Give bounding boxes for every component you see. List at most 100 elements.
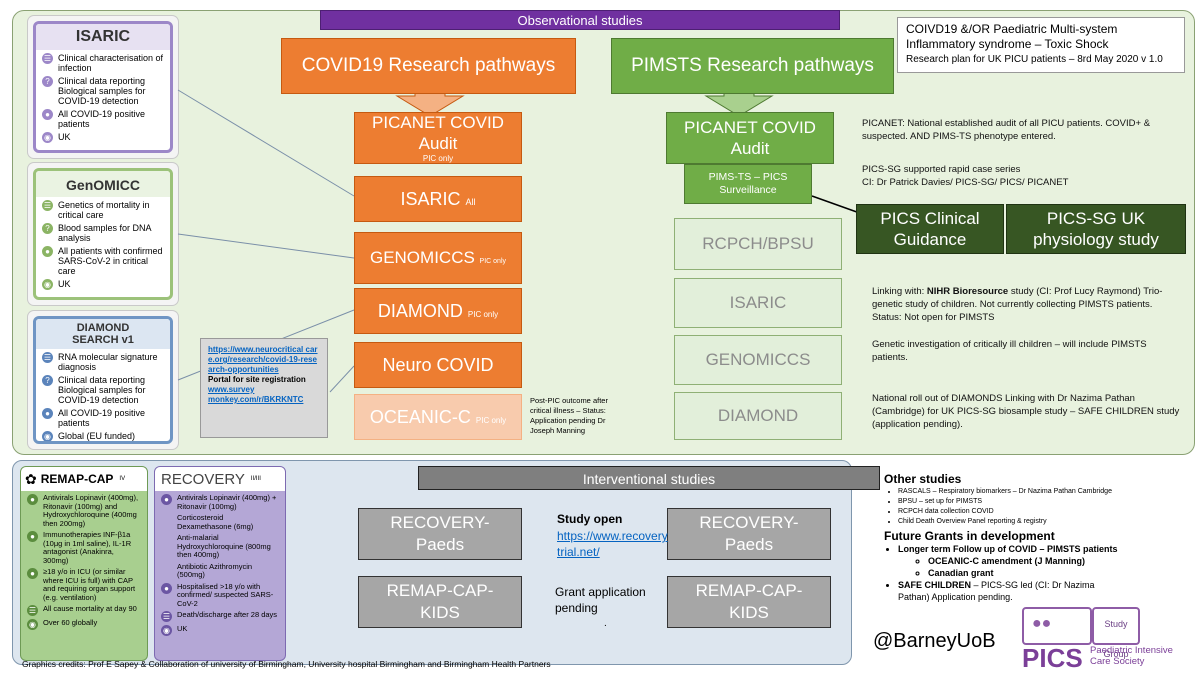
- remap-cap-phase: IV: [119, 476, 126, 482]
- remap-row: ≥18 y/o in ICU (or similar where ICU is …: [43, 567, 136, 602]
- drop-icon: ●: [42, 109, 53, 120]
- other-studies-section: Other studies RASCALS – Respiratory biom…: [884, 472, 1194, 603]
- recovery-row: Death/discharge after 28 days: [177, 610, 278, 619]
- covid-diamond-label: DIAMOND: [377, 300, 463, 321]
- nihr-note: Linking with: NIHR Bioresource study (CI…: [872, 285, 1182, 324]
- graphics-credits: Graphics credits: Prof E Sapey & Collabo…: [22, 659, 551, 669]
- covid-genomiccs-box: GENOMICCS PIC only: [354, 232, 522, 284]
- grant-pending-label: Grant application pending: [555, 585, 646, 615]
- safe-children-rest: – PICS-SG led (CI: Dr Nazima Pathan) App…: [898, 580, 1095, 602]
- remap-cap-kids-right: REMAP-CAP-KIDS: [667, 576, 831, 628]
- question-icon: ?: [42, 76, 53, 87]
- interventional-banner: Interventional studies: [418, 466, 880, 490]
- pics-logo: ●● Study Group PICS Paediatric Intensive…: [1020, 605, 1195, 673]
- recovery-title: RECOVERY: [161, 470, 245, 488]
- covid-pathways-header: COVID19 Research pathways: [281, 38, 576, 94]
- future-grant-item: Longer term Follow up of COVID – PIMSTS …: [898, 543, 1194, 555]
- globe-icon: ◉: [42, 132, 53, 143]
- future-grant-subitem: Canadian grant: [928, 567, 1194, 579]
- question-icon: ?: [42, 223, 53, 234]
- pill-icon: ●: [161, 494, 172, 505]
- safe-children-bold: SAFE CHILDREN: [898, 580, 972, 590]
- remap-cap-title: REMAP-CAP: [40, 472, 114, 486]
- recovery-header: RECOVERY II/III: [155, 467, 285, 491]
- other-studies-title: Other studies: [884, 472, 962, 486]
- future-grant-subitem: OCEANIC-C amendment (J Manning): [928, 555, 1194, 567]
- clipboard-icon: ☰: [161, 611, 172, 622]
- covid-picanet-sub: PIC only: [422, 154, 454, 163]
- pimsts-picanet-box: PICANET COVID Audit: [666, 112, 834, 164]
- recovery-row: Hospitalised >18 y/o with confirmed/ sus…: [177, 581, 274, 608]
- diamonds-note: National roll out of DIAMONDS Linking wi…: [872, 393, 1180, 430]
- recovery-trial-link[interactable]: https://www.recoverytrial.net/: [557, 529, 668, 559]
- covid-neuro-box: Neuro COVID: [354, 342, 522, 388]
- picanet-note: PICANET: National established audit of a…: [862, 118, 1151, 142]
- genomicc-row: Genetics of mortality in critical care: [58, 200, 150, 220]
- portal-text: Portal for site registration: [208, 375, 306, 384]
- remap-row: Antivirals Lopinavir (400mg), Ritonavir …: [43, 493, 139, 528]
- genomicc-card: GenOMICC ☰Genetics of mortality in criti…: [28, 163, 178, 305]
- clipboard-icon: ☰: [42, 200, 53, 211]
- remap-cap-header: ✿ REMAP-CAP IV: [21, 467, 147, 491]
- person-icon: ●: [27, 568, 38, 579]
- person-icon: ●: [161, 582, 172, 594]
- diamond-row: Global (EU funded): [58, 431, 136, 441]
- future-grant-item: SAFE CHILDREN – PICS-SG led (CI: Dr Nazi…: [898, 579, 1128, 603]
- plan-title-line3: Research plan for UK PICU patients – 8rd…: [906, 54, 1163, 65]
- recovery-phase: II/III: [250, 476, 261, 482]
- recovery-row: Anti-malarial Hydroxychloroquine (800mg …: [177, 533, 271, 559]
- remap-cap-card: ✿ REMAP-CAP IV ● Antivirals Lopinavir (40…: [20, 466, 148, 661]
- recovery-row: Antibiotic Azithromycin (500mg): [177, 561, 253, 579]
- covid-picanet-label: PICANET COVID Audit: [372, 113, 504, 153]
- isaric-row: Clinical data reporting Biological sampl…: [58, 76, 146, 106]
- plan-title-box: COIVD19 &/OR Paediatric Multi-system Inf…: [897, 17, 1185, 73]
- plan-title-line2: Inflammatory syndrome – Toxic Shock: [906, 37, 1109, 51]
- diamond-row: All COVID-19 positive patients: [58, 408, 146, 428]
- diamond-card-title: DIAMOND SEARCH v1: [36, 319, 170, 349]
- pics-logo-mark: ●●: [1022, 607, 1092, 645]
- covid-diamond-box: DIAMOND PIC only: [354, 288, 522, 334]
- twitter-handle: @BarneyUoB: [873, 630, 996, 652]
- covid-genomiccs-sub: PIC only: [479, 257, 507, 265]
- covid-isaric-label: ISARIC: [400, 188, 461, 209]
- isaric-card: ISARIC ☰Clinical characterisation of inf…: [28, 16, 178, 158]
- pimsts-genomiccs-box: GENOMICCS: [674, 335, 842, 385]
- family-icon: ●●: [1032, 615, 1052, 632]
- person-icon: ●: [42, 246, 53, 257]
- covid-diamond-sub: PIC only: [467, 309, 499, 319]
- covid-oceanic-box: OCEANIC-C PIC only: [354, 394, 522, 440]
- other-study-item: RASCALS – Respiratory biomarkers – Dr Na…: [898, 487, 1194, 497]
- diamond-row: RNA molecular signature diagnosis: [58, 352, 158, 372]
- isaric-card-title: ISARIC: [36, 24, 170, 50]
- genomicc-row: UK: [58, 279, 71, 289]
- remap-row: All cause mortality at day 90: [43, 604, 137, 613]
- observational-banner: Observational studies: [320, 10, 840, 30]
- pimsts-surveillance-box: PIMS-TS – PICS Surveillance: [684, 164, 812, 204]
- genomicc-row: Blood samples for DNA analysis: [58, 223, 152, 243]
- plan-title-line1: COIVD19 &/OR Paediatric Multi-system: [906, 22, 1118, 36]
- covid-isaric-sub: All: [465, 197, 476, 207]
- other-study-item: BPSU – set up for PIMSTS: [898, 497, 1194, 507]
- remap-row: Over 60 globally: [43, 618, 98, 627]
- covid-picanet-box: PICANET COVID Audit PIC only: [354, 112, 522, 164]
- covid-genomiccs-label: GENOMICCS: [369, 248, 475, 267]
- nihr-bold: NIHR Bioresource: [926, 286, 1009, 297]
- drop-icon: ●: [42, 408, 53, 419]
- covid-oceanic-sub: PIC only: [475, 415, 507, 425]
- covid-isaric-box: ISARIC All: [354, 176, 522, 222]
- pics-clinical-guidance-box: PICS Clinical Guidance: [856, 204, 1004, 254]
- recovery-row: Antivirals Lopinavir (400mg) + Ritonavir…: [177, 493, 277, 511]
- recovery-paeds-right: RECOVERY-Paeds: [667, 508, 831, 560]
- ci-note: CI: Dr Patrick Davies/ PICS-SG/ PICS/ PI…: [862, 177, 1069, 188]
- neurocritical-link[interactable]: https://www.neurocritical care.org/resea…: [208, 345, 318, 374]
- other-study-item: RCPCH data collection COVID: [898, 507, 1194, 517]
- diamond-row: Clinical data reporting Biological sampl…: [58, 375, 146, 405]
- pimsts-diamond-box: DIAMOND: [674, 392, 842, 440]
- other-study-item: Child Death Overview Panel reporting & r…: [898, 517, 1194, 527]
- surveymonkey-link[interactable]: www.survey monkey.com/r/BKRKNTC: [208, 385, 304, 404]
- pics-society-name: Paediatric Intensive Care Society: [1090, 645, 1173, 667]
- lungs-icon: ✿: [25, 470, 37, 487]
- isaric-row: All COVID-19 positive patients: [58, 109, 146, 129]
- syringe-icon: ●: [27, 531, 38, 542]
- globe-icon: ◉: [42, 279, 53, 290]
